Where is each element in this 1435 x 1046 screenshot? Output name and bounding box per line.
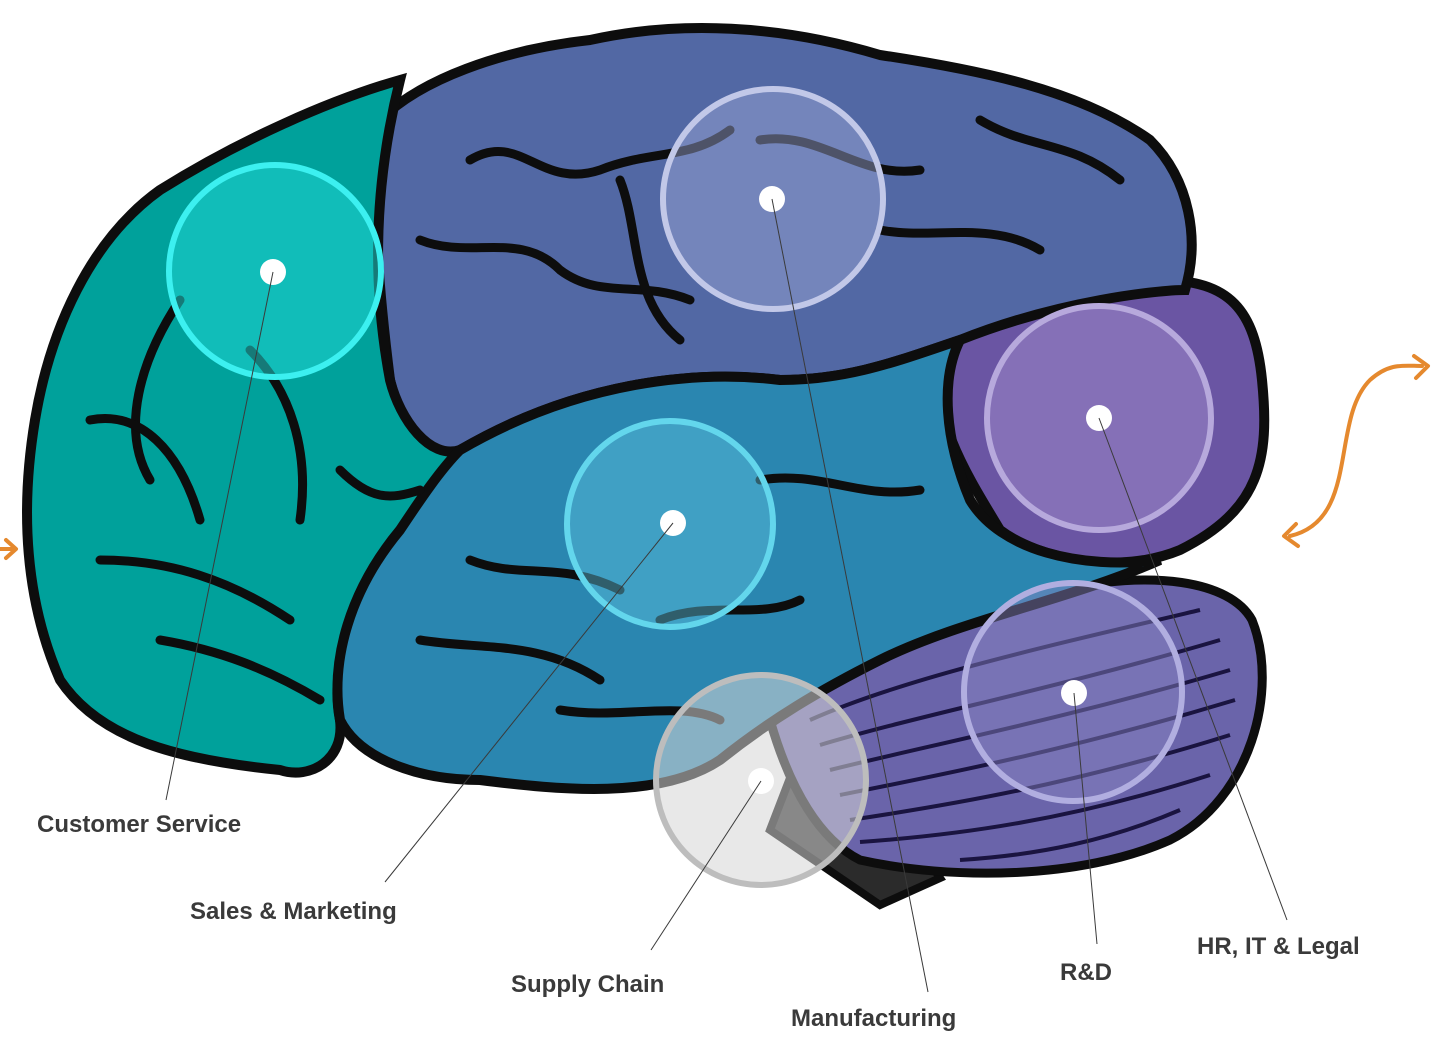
label-supply-chain: Supply Chain [511, 971, 665, 998]
brain-folds [85, 115, 1125, 725]
label-hr-it-legal: HR, IT & Legal [1197, 933, 1360, 960]
bidirectional-arrow-icon [1282, 354, 1430, 548]
label-manufacturing: Manufacturing [791, 1005, 957, 1032]
hotspot-supply-chain[interactable] [653, 672, 869, 888]
hotspot-rnd[interactable] [961, 580, 1185, 804]
cerebellum-folds [809, 608, 1236, 862]
label-sales-marketing: Sales & Marketing [190, 898, 397, 925]
hotspot-customer-service[interactable] [166, 162, 384, 380]
temporal-lobe [332, 331, 1163, 794]
hotspot-sales-marketing[interactable] [564, 418, 776, 630]
left-arrow-icon [0, 538, 18, 560]
hotspot-manufacturing[interactable] [660, 86, 886, 312]
leader-lines [165, 198, 1288, 993]
label-customer-service: Customer Service [37, 811, 242, 838]
label-rnd: R&D [1060, 959, 1112, 986]
